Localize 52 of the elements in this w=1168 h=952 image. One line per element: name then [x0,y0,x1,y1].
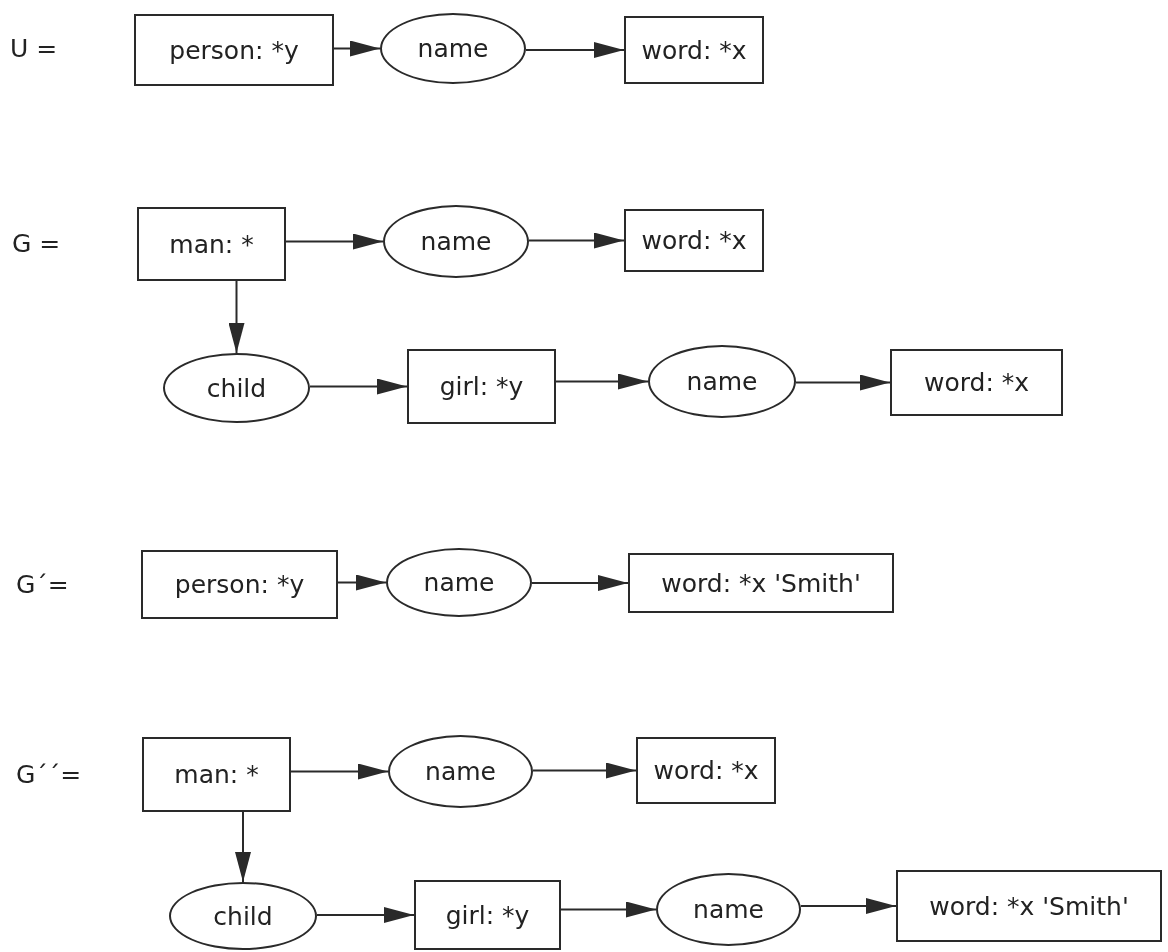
concept-box [636,737,776,804]
arrow [228,280,245,354]
arrow [531,575,629,591]
node-label: man: * [174,760,259,789]
node-label: name [425,757,496,786]
arrow [333,40,381,57]
node-label: name [686,367,758,396]
node-label: girl: *y [439,372,524,401]
concept-box [134,14,334,86]
node-label: word: *x [641,226,747,255]
arrow [532,762,637,779]
node-label: word: *x [923,368,1030,397]
concept-box [141,550,338,619]
node-label: person: *y [169,35,299,65]
node-label: word: *x 'Smith' [929,891,1129,921]
concept-box [896,870,1162,942]
arrow [290,763,389,780]
concept-box [137,207,286,281]
arrow [235,811,251,883]
concept-box [890,349,1063,416]
concept-box [628,553,894,613]
arrow [337,574,387,591]
graph-name-label: G´´= [16,760,82,789]
arrow [316,907,415,923]
node-label: name [420,227,492,256]
arrow [525,42,625,58]
node-label: name [417,34,489,63]
arrow [555,373,649,390]
concept-box [624,16,764,84]
node-label: name [693,895,764,924]
node-label: word: *x 'Smith' [661,568,861,598]
node-label: person: *y [174,570,305,599]
arrow [285,233,384,250]
node-label: word: *x [641,35,747,65]
arrow [528,232,625,249]
concept-box [624,209,764,272]
node-label: name [423,568,495,597]
arrow [795,374,891,391]
concept-box [407,349,556,424]
node-label: girl: *y [445,900,530,930]
graph-name-label: G´= [16,570,69,599]
node-label: child [206,373,267,403]
node-label: child [213,901,273,931]
graph-name-label: G = [12,229,61,258]
arrow [800,898,897,914]
arrow [309,378,408,395]
node-label: word: *x [653,756,759,785]
concept-box [142,737,291,812]
node-label: man: * [169,229,254,259]
graph-name-label: U = [10,34,58,63]
arrow [560,901,657,918]
concept-box [414,880,561,950]
